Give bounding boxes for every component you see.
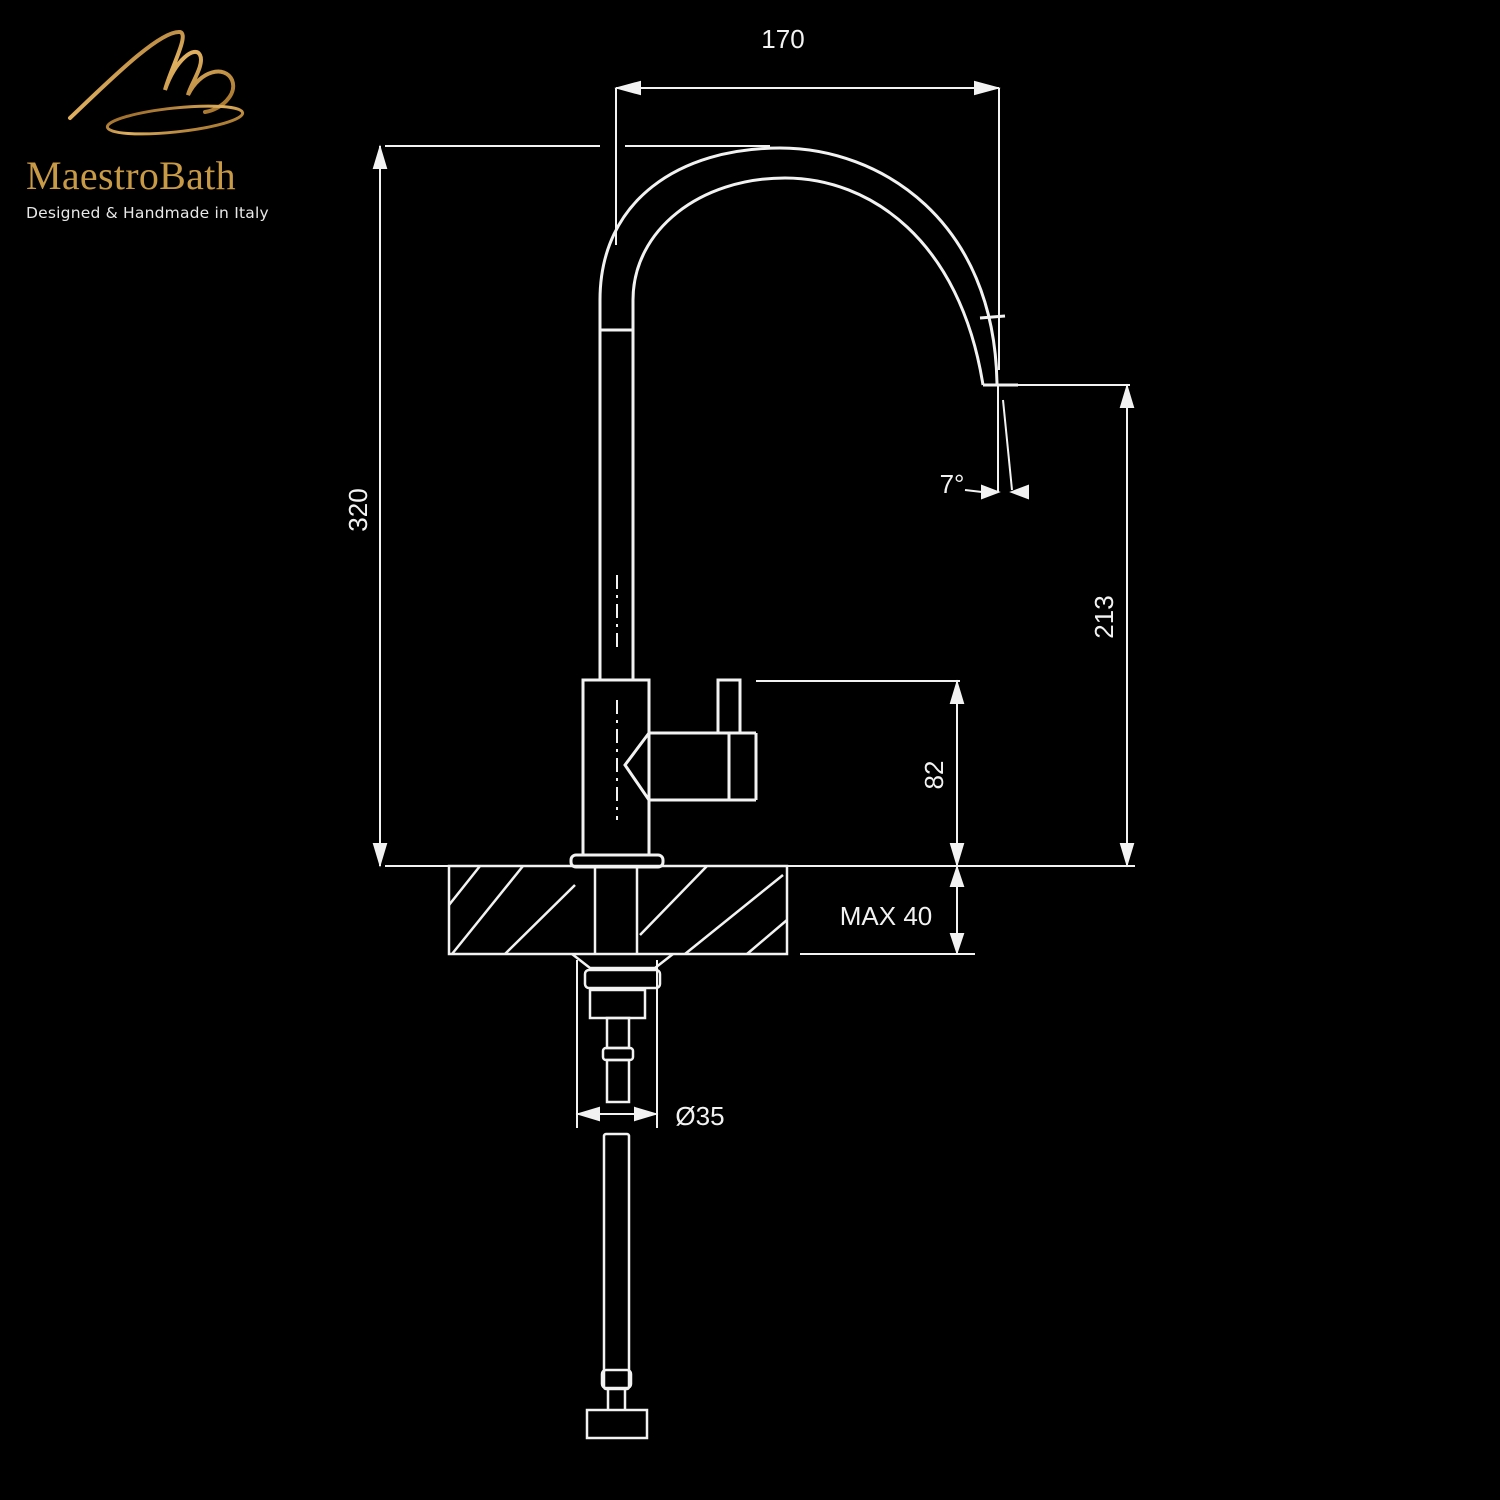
- brand-tagline: Designed & Handmade in Italy: [26, 204, 269, 222]
- faucet-outline: [569, 146, 1018, 869]
- deck-section: [447, 864, 789, 1440]
- brand-logo: MaestroBath Designed & Handmade in Italy: [0, 0, 320, 240]
- dim-body-diameter: Ø35: [675, 1101, 724, 1131]
- dim-outlet-height: 213: [1089, 595, 1119, 638]
- brand-name: MaestroBath: [26, 153, 236, 198]
- dim-outlet-angle: 7°: [940, 469, 965, 499]
- dim-total-height: 320: [343, 488, 373, 531]
- dim-spout-reach: 170: [761, 24, 804, 54]
- script-m-monogram-icon: [68, 30, 245, 136]
- dim-max-deck: MAX 40: [840, 901, 933, 931]
- dimension-lines: [372, 80, 1135, 1128]
- dim-handle-height: 82: [919, 761, 949, 790]
